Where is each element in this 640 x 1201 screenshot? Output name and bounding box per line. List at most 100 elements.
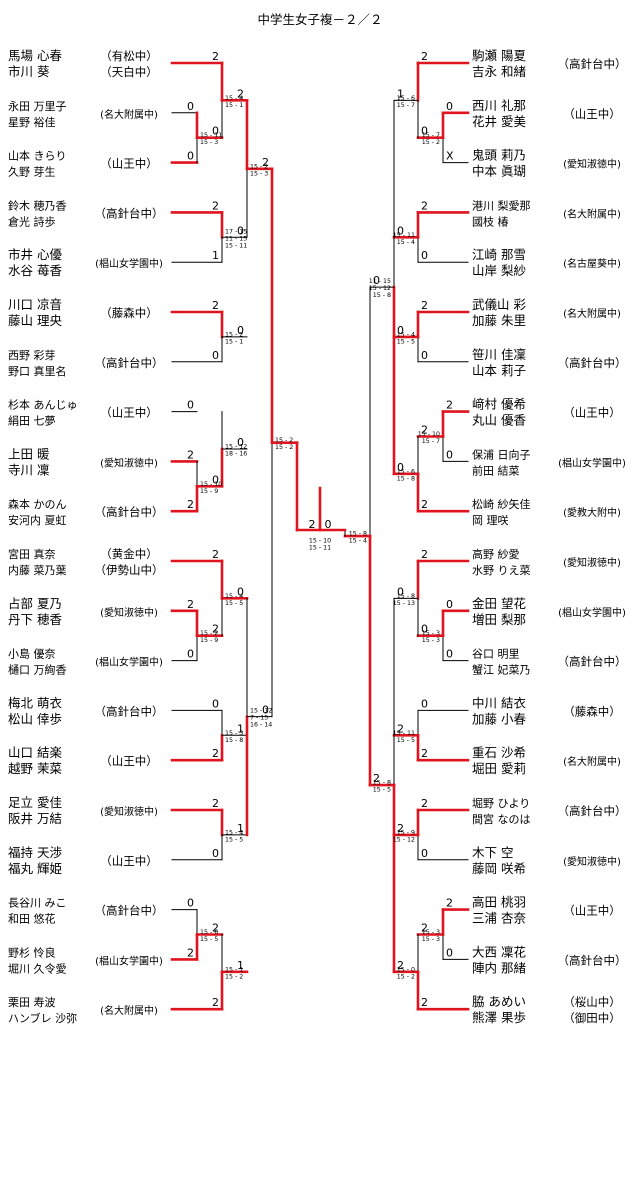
team-name: (愛教大附中) (563, 506, 621, 519)
set-score: 15 - 8 (349, 531, 367, 538)
team-name: (愛知淑徳中) (563, 855, 621, 868)
set-score: 15 - 12 (250, 708, 272, 715)
player-name: 藤岡 咲希 (472, 861, 526, 876)
player-name: 高野 紗愛 (472, 547, 520, 561)
match-result: 0 (373, 274, 380, 287)
player-name: 樋口 万絢香 (8, 663, 67, 677)
set-score: 15 - 5 (373, 787, 391, 794)
player-name: 上田 暖 (8, 446, 50, 461)
match-result: 0 (446, 100, 453, 113)
player-name: 岡 理咲 (472, 513, 509, 527)
player-name: 丸山 優香 (472, 413, 526, 428)
player-name: 内藤 菜乃葉 (8, 563, 67, 577)
match-result: 0 (212, 125, 219, 138)
player-name: 野口 真里名 (8, 364, 67, 378)
match-result: 2 (212, 623, 219, 636)
player-name: 江崎 那雪 (472, 247, 526, 262)
player-name: 吉永 和緒 (472, 64, 526, 79)
set-score: 15 - 4 (397, 239, 415, 246)
set-score: 16 - 14 (250, 722, 272, 729)
set-score: 15 - 3 (225, 730, 243, 737)
player-name: 山口 結楽 (8, 745, 62, 760)
match-result: 0 (212, 697, 219, 710)
player-name: 野杉 怜良 (8, 945, 56, 959)
match-result: 0 (212, 847, 219, 860)
match-result: 2 (262, 156, 269, 169)
team-name: （高針台中） (558, 655, 627, 669)
set-score: 15 - 10 (200, 481, 222, 488)
team-name: (名大附属中) (563, 307, 621, 320)
team-name: (愛知淑徳中) (563, 556, 621, 569)
match-result: 2 (212, 299, 219, 312)
player-name: 高田 桃羽 (472, 895, 526, 910)
team-name: (椙山女学園中) (558, 456, 626, 469)
match-result: 0 (212, 473, 219, 486)
match-result: 1 (397, 87, 404, 100)
set-score: 15 - 3 (422, 936, 440, 943)
team-name: （御田中） (563, 1011, 621, 1025)
team-name: （山王中） (100, 754, 158, 768)
match-result: 2 (187, 498, 194, 511)
set-score: 15 - 2 (397, 973, 415, 980)
team-name: （山王中） (563, 107, 621, 121)
set-score: 15 - 7 (422, 132, 440, 139)
player-name: 山本 莉子 (472, 363, 526, 378)
player-name: 梅北 萌衣 (8, 695, 62, 710)
match-result: 2 (187, 946, 194, 959)
player-name: 福持 天渉 (8, 845, 62, 860)
player-name: 山岸 梨紗 (472, 263, 526, 278)
match-result: 0 (446, 598, 453, 611)
player-name: 長谷川 みこ (8, 897, 67, 910)
player-name: 水谷 苺香 (8, 263, 62, 278)
player-name: 川口 凉音 (8, 297, 62, 312)
team-name: (名大附属中) (563, 755, 621, 768)
set-score: 15 - 2 (422, 139, 440, 146)
match-result: 2 (446, 897, 453, 910)
match-result: 0 (421, 697, 428, 710)
match-result: 1 (237, 722, 244, 735)
match-result: 0 (262, 704, 269, 717)
player-name: 市井 心優 (8, 247, 62, 262)
set-score: 7 - 15 (250, 715, 268, 722)
player-name: 足立 愛佳 (8, 795, 62, 810)
match-result: 0 (421, 847, 428, 860)
set-score: 15 - 10 (309, 538, 331, 545)
player-name: 前田 結菜 (472, 463, 520, 477)
player-name: 三浦 杏奈 (472, 911, 526, 926)
team-name: （高針台中） (558, 57, 627, 71)
set-score: 15 - 1 (225, 102, 243, 109)
player-name: 倉光 詩歩 (8, 214, 56, 228)
player-name: 星野 裕佳 (8, 115, 56, 129)
match-result: 2 (421, 797, 428, 810)
set-score: 15 - 8 (373, 292, 391, 299)
match-result: 2 (421, 548, 428, 561)
set-score: 15 - 2 (275, 444, 293, 451)
match-result: 2 (421, 199, 428, 212)
set-score: 15 - 9 (397, 829, 415, 836)
match-result: X (446, 150, 454, 163)
team-name: (名大附属中) (563, 207, 621, 220)
set-score: 15 - 7 (397, 102, 415, 109)
set-score: 15 - 3 (250, 170, 268, 177)
player-name: 藤山 理央 (8, 313, 62, 328)
match-result: 0 (237, 436, 244, 449)
set-score: 15 - 5 (200, 936, 218, 943)
player-name: 小島 優奈 (8, 647, 56, 661)
player-name: 堀田 愛莉 (472, 761, 526, 776)
match-result: 0 (421, 623, 428, 636)
player-name: 越野 茉菜 (8, 761, 62, 776)
player-name: 和田 悠花 (8, 912, 56, 926)
match-result: 0 (237, 324, 244, 337)
match-result: 2 (212, 548, 219, 561)
match-result: 0 (421, 125, 428, 138)
player-name: 山本 きらり (8, 149, 67, 163)
set-score: 15 - 3 (422, 630, 440, 637)
team-name: （高針台中） (558, 356, 627, 370)
player-name: 西川 礼那 (472, 98, 526, 113)
team-name: (名大附属中) (100, 1004, 158, 1017)
set-score: 15 - 2 (225, 331, 243, 338)
team-name: （高針台中） (95, 704, 164, 718)
set-score: 15 - 6 (397, 95, 415, 102)
match-result: 0 (187, 100, 194, 113)
team-name: （伊勢山中） (95, 563, 164, 577)
